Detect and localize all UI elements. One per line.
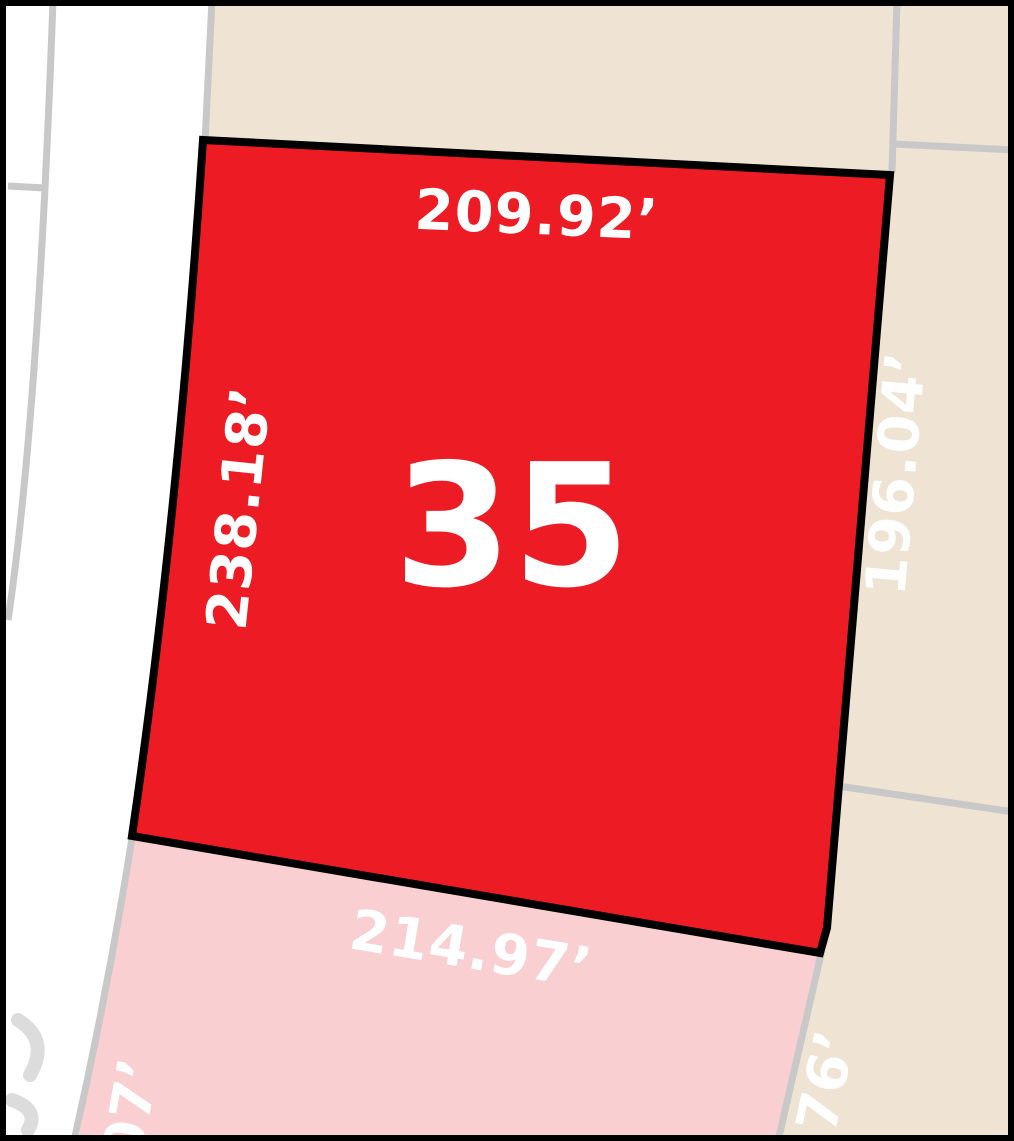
- road-edge-lower: [70, 837, 136, 1141]
- lot-35-parcel[interactable]: [127, 135, 895, 958]
- adjacent-lot-pink[interactable]: [78, 836, 822, 1141]
- dimension-top: 209.92’: [413, 178, 660, 254]
- lot-number: 35: [394, 428, 631, 626]
- lot-line-bottom-right: [774, 949, 826, 1141]
- cropped-label-fragment: [5, 1013, 45, 1137]
- road-edge-left: [4, 0, 57, 621]
- lot-line-right-upper: [893, 140, 1014, 154]
- lot-line-top-right: [888, 0, 901, 173]
- lot-line-right-lower: [837, 782, 1014, 816]
- adjacent-lot-beige[interactable]: [203, 0, 1014, 1141]
- road-edge-upper: [201, 0, 216, 143]
- lot-lines: [4, 0, 1014, 1141]
- road-tick: [7, 182, 46, 192]
